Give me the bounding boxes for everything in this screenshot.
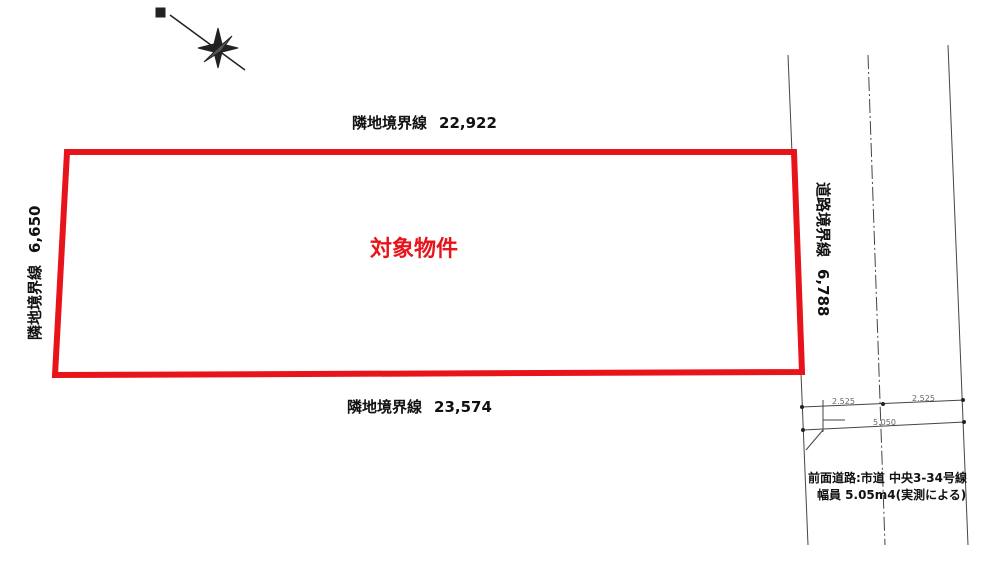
right-boundary-label: 道路境界線 6,788 — [813, 182, 834, 316]
subject-property-label: 対象物件 — [370, 237, 459, 262]
boundary-type: 道路境界線 — [814, 182, 832, 258]
dim-total: 5.050 — [873, 418, 896, 427]
dim-b: 2.525 — [912, 394, 935, 403]
boundary-type: 隣地境界線 — [26, 264, 44, 340]
road-note-line1: 前面道路:市道 中央3-34号線 — [808, 471, 968, 485]
boundary-length: 6,788 — [814, 269, 832, 317]
boundary-length: 23,574 — [434, 398, 492, 416]
bottom-boundary-label: 隣地境界線 23,574 — [347, 396, 492, 417]
subject-property-boundary — [51, 149, 806, 379]
top-boundary-label: 隣地境界線 22,922 — [352, 112, 497, 133]
left-boundary-label: 隣地境界線 6,650 — [24, 206, 45, 340]
road-note-line2: 幅員 5.05m4(実測による) — [817, 488, 967, 502]
boundary-length: 6,650 — [26, 205, 44, 253]
boundary-type: 隣地境界線 — [352, 114, 428, 132]
boundary-length: 22,922 — [439, 114, 497, 132]
dim-a: 2.525 — [832, 397, 855, 406]
boundary-type: 隣地境界線 — [347, 398, 423, 416]
north-arrow-icon — [155, 7, 246, 71]
